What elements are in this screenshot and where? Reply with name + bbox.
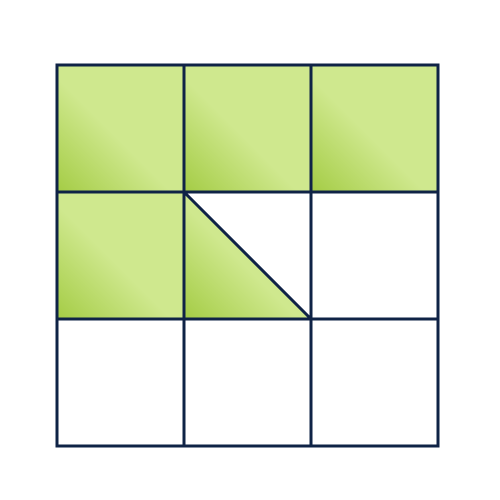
diagonal-line-r1-c1 xyxy=(182,190,313,321)
shaded-cell-r0-c2 xyxy=(311,65,438,192)
empty-cell-r2-c1 xyxy=(184,319,311,446)
shaded-cell-r0-c1 xyxy=(184,65,311,192)
empty-cell-r2-c0 xyxy=(57,319,184,446)
empty-cell-r1-c2 xyxy=(311,192,438,319)
shaded-cell-r0-c0 xyxy=(57,65,184,192)
empty-cell-r2-c2 xyxy=(311,319,438,446)
shaded-cell-r1-c0 xyxy=(57,192,184,319)
grid-lines-layer xyxy=(55,63,440,448)
